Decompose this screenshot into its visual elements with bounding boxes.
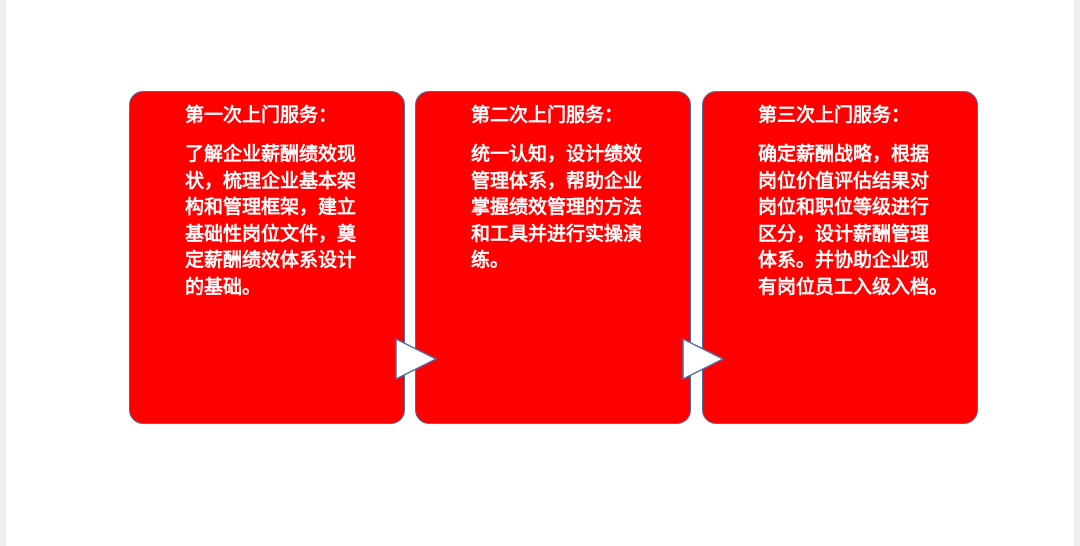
step-3-title: 第三次上门服务： <box>758 104 911 126</box>
arrow-right-icon <box>682 338 724 380</box>
step-3-body: 确定薪酬战略，根据 岗位价值评估结果对 岗位和职位等级进行 区分，设计薪酬管理 … <box>758 143 949 298</box>
slide-canvas: 第一次上门服务： 了解企业薪酬绩效现 状，梳理企业基本架 构和管理框架，建立 基… <box>6 0 1074 546</box>
step-2-title: 第二次上门服务： <box>471 104 624 126</box>
step-card-3: 第三次上门服务： 确定薪酬战略，根据 岗位价值评估结果对 岗位和职位等级进行 区… <box>702 91 978 424</box>
step-card-2: 第二次上门服务： 统一认知，设计绩效 管理体系，帮助企业 掌握绩效管理的方法 和… <box>415 91 691 424</box>
arrow-1-shape <box>395 338 437 380</box>
arrow-2-shape <box>682 338 724 380</box>
arrow-right-icon <box>395 338 437 380</box>
step-1-title: 第一次上门服务： <box>185 104 338 126</box>
step-1-body: 了解企业薪酬绩效现 状，梳理企业基本架 构和管理框架，建立 基础性岗位文件，奠 … <box>185 143 357 298</box>
step-card-1: 第一次上门服务： 了解企业薪酬绩效现 状，梳理企业基本架 构和管理框架，建立 基… <box>129 91 405 424</box>
step-2-body: 统一认知，设计绩效 管理体系，帮助企业 掌握绩效管理的方法 和工具并进行实操演 … <box>471 143 643 271</box>
